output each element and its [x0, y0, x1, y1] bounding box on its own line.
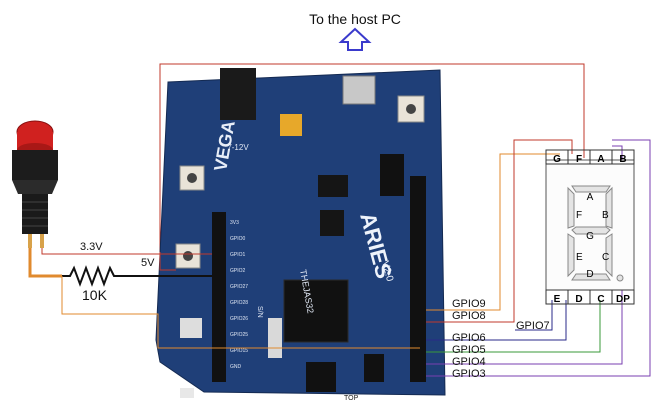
segment-d — [571, 273, 611, 281]
wire-gpio8 — [426, 139, 573, 323]
wire-gpio7 — [515, 300, 553, 331]
left-header-label: GPIO1 — [230, 252, 246, 258]
seg-label-d: D — [586, 269, 593, 280]
right-pin-header — [410, 176, 426, 382]
pin-d-bottom: D — [575, 294, 582, 305]
host-arrow-icon — [338, 27, 372, 51]
gpio6-label: GPIO6 — [452, 332, 486, 344]
top-label: TOP — [344, 395, 359, 402]
v5-label: 5V — [141, 257, 155, 269]
usb-connector — [342, 75, 376, 105]
gpio3-label: GPIO3 — [452, 368, 486, 380]
sn-label: S/N — [256, 306, 263, 318]
seg-label-b: B — [602, 210, 609, 221]
wire-3v3 — [41, 248, 212, 255]
gpio7-label: GPIO7 — [516, 320, 550, 332]
gpio8-label: GPIO8 — [452, 310, 486, 322]
segment-g — [571, 226, 611, 235]
pin-dp-bottom: DP — [616, 294, 630, 305]
wire-gpio5 — [426, 300, 601, 353]
left-header-label: GPIO15 — [230, 348, 248, 354]
seg-label-f: F — [576, 210, 582, 221]
wire-gpio3 — [426, 139, 651, 377]
seg-label-e: E — [576, 252, 583, 263]
wire-button-gpio — [61, 276, 420, 349]
capacitor — [280, 114, 302, 136]
pin-c-bottom: C — [597, 294, 604, 305]
left-header-label: GPIO27 — [230, 284, 248, 290]
chip-small-2 — [320, 210, 344, 236]
board-version: V2.0 — [379, 260, 395, 283]
left-header-label: GPIO2 — [230, 268, 246, 274]
segment-c — [605, 233, 613, 278]
left-header-label: GPIO26 — [230, 316, 248, 322]
wire-5v — [159, 252, 176, 271]
left-header-label: GND — [230, 364, 242, 370]
segment-b — [605, 186, 613, 229]
pin-e-bottom: E — [554, 294, 561, 305]
wire-gpio6 — [426, 300, 567, 341]
segment-a — [571, 185, 611, 193]
seg-label-a: A — [587, 192, 594, 203]
dip-switch — [180, 318, 202, 338]
bottom-pin-header — [306, 362, 336, 392]
seg-bottom-pins: E D C DP — [545, 289, 635, 305]
boot-switch — [180, 388, 194, 398]
gpio5-label: GPIO5 — [452, 344, 486, 356]
left-header-label: GPIO28 — [230, 300, 248, 306]
wire-red-vcc — [159, 63, 585, 252]
gpio-labels: GPIO9 GPIO8 GPIO7 GPIO6 GPIO5 GPIO4 GPIO… — [452, 298, 550, 380]
host-pc-label: To the host PC — [309, 11, 401, 27]
pin-a-top: A — [597, 154, 604, 165]
push-button — [12, 120, 58, 248]
left-header-label: GPIO0 — [230, 236, 246, 242]
left-pin-header — [212, 212, 226, 382]
segment-f — [567, 186, 575, 229]
main-chip — [283, 279, 349, 343]
seg-top-pins: G F A B — [545, 149, 635, 165]
seg-label-g: G — [586, 231, 594, 242]
left-header-label: GPIO25 — [230, 332, 248, 338]
reset-button — [397, 95, 425, 123]
segment-dp — [616, 274, 624, 282]
v33-label: 3.3V — [80, 241, 103, 253]
segment-e — [567, 233, 575, 278]
resistor-icon — [62, 265, 212, 287]
top-pin-header — [380, 154, 404, 196]
pin-g-top: G — [553, 154, 561, 165]
bottom-pin-header-2 — [364, 354, 384, 382]
gpio4-label: GPIO4 — [452, 356, 486, 368]
gpio9-label: GPIO9 — [452, 298, 486, 310]
left-header-labels: 3V3GPIO0GPIO1GPIO2GPIO27GPIO28GPIO26GPIO… — [230, 220, 248, 370]
resistor-label: 10K — [82, 287, 108, 303]
wire-gpio9 — [426, 153, 560, 311]
chip-small — [318, 175, 348, 197]
wire-button-orange — [28, 248, 62, 278]
seg-label-c: C — [602, 252, 609, 263]
pin-b-top: B — [619, 154, 626, 165]
seven-segment-display: G F A B E D C DP A B C D E — [545, 149, 635, 305]
voltage-label: 7-12V — [227, 143, 249, 152]
aries-board: 7-12V VEGA ARIES V2.0 THEJAS32 S/N TOP 3… — [155, 68, 446, 402]
dc-jack — [220, 68, 256, 120]
left-header-label: 3V3 — [230, 220, 239, 226]
pin-f-top: F — [576, 154, 582, 165]
label-sticker — [268, 318, 282, 358]
